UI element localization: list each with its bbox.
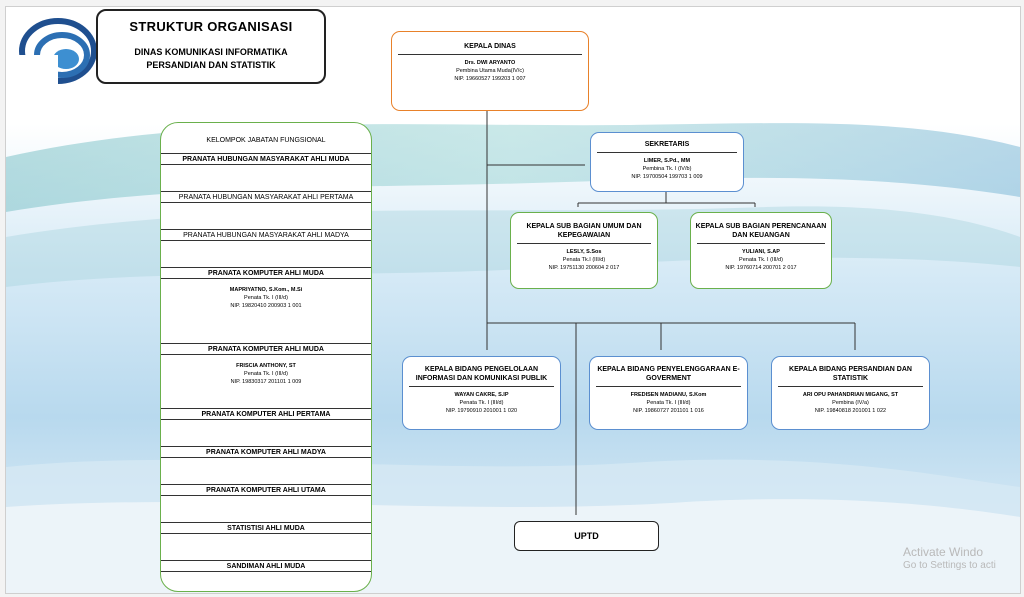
fungsional-label: PRANATA KOMPUTER AHLI PERTAMA	[161, 408, 371, 420]
fungsional-name: FRISCIA ANTHONY, ST	[236, 363, 296, 369]
bidang-persandian-name: ARI OPU PAHANDRIAN MIGANG, ST	[802, 392, 899, 398]
fungsional-item: PRANATA KOMPUTER AHLI MUDA MAPRIYATNO, S…	[161, 267, 371, 309]
subbag-perencanaan-box: KEPALA SUB BAGIAN PERENCANAAN DAN KEUANG…	[690, 212, 832, 289]
divider	[596, 386, 741, 387]
fungsional-item: STATISTISI AHLI MUDA	[161, 522, 371, 534]
subbag-umum-title: KEPALA SUB BAGIAN UMUM DAN KEPEGAWAIAN	[526, 223, 642, 239]
fungsional-label: SANDIMAN AHLI MUDA	[161, 560, 371, 572]
divider	[778, 386, 923, 387]
kominfo-logo	[18, 18, 97, 87]
fungsional-nip: NIP. 19820410 200903 1 001	[230, 303, 302, 309]
uptd-title: UPTD	[574, 531, 599, 541]
fungsional-label: PRANATA KOMPUTER AHLI UTAMA	[161, 484, 371, 496]
kepala-dinas-rank: Pembina Utama Muda(IV/c)	[456, 68, 524, 74]
bidang-persandian-box: KEPALA BIDANG PERSANDIAN DAN STATISTIK A…	[771, 356, 930, 430]
sekretaris-nip: NIP. 19700504 199703 1 009	[631, 174, 703, 180]
subbag-perencanaan-rank: Penata Tk. I (III/d)	[739, 257, 783, 263]
kelompok-fungsional-panel: KELOMPOK JABATAN FUNGSIONAL PRANATA HUBU…	[160, 122, 372, 592]
fungsional-item: PRANATA HUBUNGAN MASYARAKAT AHLI MADYA	[161, 229, 371, 241]
subbag-umum-nip: NIP. 19751130 200604 2 017	[548, 265, 620, 271]
fungsional-label: PRANATA KOMPUTER AHLI MUDA	[161, 343, 371, 355]
bidang-informasi-box: KEPALA BIDANG PENGELOLAAN INFORMASI DAN …	[402, 356, 561, 430]
fungsional-label: PRANATA KOMPUTER AHLI MUDA	[161, 267, 371, 279]
divider	[597, 152, 737, 153]
fungsional-item: PRANATA KOMPUTER AHLI UTAMA	[161, 484, 371, 496]
fungsional-item: SANDIMAN AHLI MUDA	[161, 560, 371, 572]
divider	[398, 54, 582, 55]
uptd-box: UPTD	[514, 521, 659, 551]
fungsional-label: PRANATA HUBUNGAN MASYARAKAT AHLI PERTAMA	[161, 191, 371, 203]
watermark-line-1: Activate Windo	[903, 545, 984, 559]
kepala-dinas-nip: NIP. 19660527 199203 1 007	[454, 76, 526, 82]
org-chart-slide: STRUKTUR ORGANISASI DINAS KOMUNIKASI INF…	[5, 6, 1021, 594]
fungsional-rank: Penata Tk. I (III/d)	[244, 295, 288, 301]
bidang-egov-box: KEPALA BIDANG PENYELENGGARAAN E-GOVERMEN…	[589, 356, 748, 430]
fungsional-item: PRANATA HUBUNGAN MASYARAKAT AHLI PERTAMA	[161, 191, 371, 203]
page-subtitle: DINAS KOMUNIKASI INFORMATIKA PERSANDIAN …	[98, 46, 324, 72]
fungsional-label: PRANATA HUBUNGAN MASYARAKAT AHLI MADYA	[161, 229, 371, 241]
bidang-persandian-nip: NIP. 19840818 201001 1 022	[814, 408, 887, 414]
subbag-perencanaan-nip: NIP. 19760714 200701 2 017	[725, 265, 797, 271]
sekretaris-rank: Pembina Tk. I (IV/b)	[642, 166, 692, 172]
sekretaris-box: SEKRETARIS LIMER, S.Pd., MM Pembina Tk. …	[590, 132, 744, 192]
divider	[409, 386, 554, 387]
fungsional-header: KELOMPOK JABATAN FUNGSIONAL	[206, 137, 326, 144]
bidang-egov-name: FREDISEN MADIANU, S.Kom	[630, 392, 707, 398]
sekretaris-name: LIMER, S.Pd., MM	[643, 158, 691, 164]
bidang-persandian-title: KEPALA BIDANG PERSANDIAN DAN STATISTIK	[789, 366, 912, 382]
subbag-umum-name: LESLY, S.Sos	[566, 249, 602, 255]
subbag-perencanaan-title: KEPALA SUB BAGIAN PERENCANAAN DAN KEUANG…	[695, 223, 827, 239]
activate-windows-watermark: Activate Windo Go to Settings to acti	[903, 545, 996, 573]
fungsional-label: STATISTISI AHLI MUDA	[161, 522, 371, 534]
divider	[697, 243, 825, 244]
fungsional-label: PRANATA HUBUNGAN MASYARAKAT AHLI MUDA	[161, 153, 371, 165]
bidang-persandian-rank: Pembina (IV/a)	[832, 400, 869, 406]
bidang-informasi-title: KEPALA BIDANG PENGELOLAAN INFORMASI DAN …	[415, 366, 548, 382]
divider	[517, 243, 651, 244]
watermark-line-2: Go to Settings to acti	[903, 560, 996, 571]
bidang-informasi-nip: NIP. 19790910 201001 1 020	[445, 408, 518, 414]
fungsional-item: PRANATA HUBUNGAN MASYARAKAT AHLI MUDA	[161, 153, 371, 165]
bidang-egov-title: KEPALA BIDANG PENYELENGGARAAN E-GOVERMEN…	[597, 366, 740, 382]
kepala-dinas-box: KEPALA DINAS Drs. DWI ARYANTO Pembina Ut…	[391, 31, 589, 111]
page-title: STRUKTUR ORGANISASI	[129, 19, 293, 34]
fungsional-rank: Penata Tk. I (III/d)	[244, 371, 288, 377]
subtitle-line-1: DINAS KOMUNIKASI INFORMATIKA	[134, 47, 288, 57]
kepala-dinas-title: KEPALA DINAS	[464, 43, 516, 50]
bidang-informasi-rank: Penata Tk. I (III/d)	[459, 400, 504, 406]
bidang-egov-rank: Penata Tk. I (III/d)	[646, 400, 691, 406]
title-box: STRUKTUR ORGANISASI DINAS KOMUNIKASI INF…	[96, 9, 326, 84]
fungsional-item: PRANATA KOMPUTER AHLI MADYA	[161, 446, 371, 458]
sekretaris-title: SEKRETARIS	[644, 141, 690, 148]
subbag-umum-box: KEPALA SUB BAGIAN UMUM DAN KEPEGAWAIAN L…	[510, 212, 658, 289]
subbag-perencanaan-name: YULIANI, S.AP	[742, 249, 780, 255]
fungsional-name: MAPRIYATNO, S.Kom., M.Si	[229, 287, 303, 293]
bidang-informasi-name: WAYAN CAKRE, S.IP	[454, 392, 509, 398]
fungsional-label: PRANATA KOMPUTER AHLI MADYA	[161, 446, 371, 458]
fungsional-nip: NIP. 19830317 201101 1 009	[230, 379, 302, 385]
bidang-egov-nip: NIP. 19860727 201101 1 016	[633, 408, 704, 414]
subbag-umum-rank: Penata Tk.I (III/d)	[562, 257, 606, 263]
subtitle-line-2: PERSANDIAN DAN STATISTIK	[146, 60, 276, 70]
fungsional-item: PRANATA KOMPUTER AHLI MUDA FRISCIA ANTHO…	[161, 343, 371, 385]
kepala-dinas-name: Drs. DWI ARYANTO	[464, 60, 516, 66]
fungsional-item: PRANATA KOMPUTER AHLI PERTAMA	[161, 408, 371, 420]
